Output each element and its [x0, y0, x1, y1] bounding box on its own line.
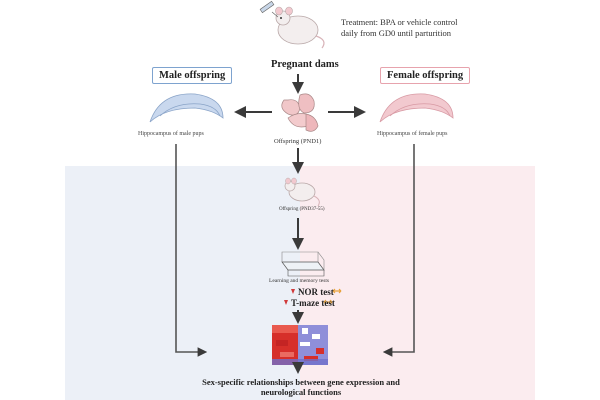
hippocampus-male-caption: Hippocampus of male pups — [138, 131, 204, 137]
pups-icon — [281, 93, 319, 132]
decrease-marker-icon — [284, 289, 295, 305]
maze-box-icon — [281, 251, 325, 277]
brain-hippocampus-icon — [149, 93, 224, 123]
offspring-later-label: Offspring (PND37-55) — [279, 207, 325, 212]
offspring-pnd1-label: Offspring (PND1) — [274, 138, 322, 145]
male-panel-background — [65, 166, 300, 400]
flow-arrows — [234, 74, 366, 374]
tmaze-test-label: T-maze test — [291, 298, 335, 308]
female-offspring-label: Female offspring — [380, 67, 471, 84]
pregnant-dams-label: Pregnant dams — [271, 59, 339, 70]
side-flow-arrows — [175, 144, 415, 357]
male-offspring-label: Male offspring — [152, 67, 233, 84]
hippocampus-female-caption: Hippocampus of female pups — [377, 131, 448, 137]
mouse-icon — [284, 177, 320, 207]
treatment-note: Treatment: BPA or vehicle control daily … — [341, 17, 458, 38]
brain-hippocampus-icon — [379, 93, 454, 123]
syringe-mouse-icon — [259, 0, 325, 49]
sideways-arrow-icon — [323, 288, 342, 305]
female-panel-background — [300, 166, 535, 400]
heatmap-icon — [272, 325, 328, 365]
learning-tests-label: Learning and memory tests — [269, 278, 330, 284]
nor-test-label: NOR test — [298, 287, 334, 297]
conclusion-text: Sex-specific relationships between gene … — [202, 377, 400, 397]
